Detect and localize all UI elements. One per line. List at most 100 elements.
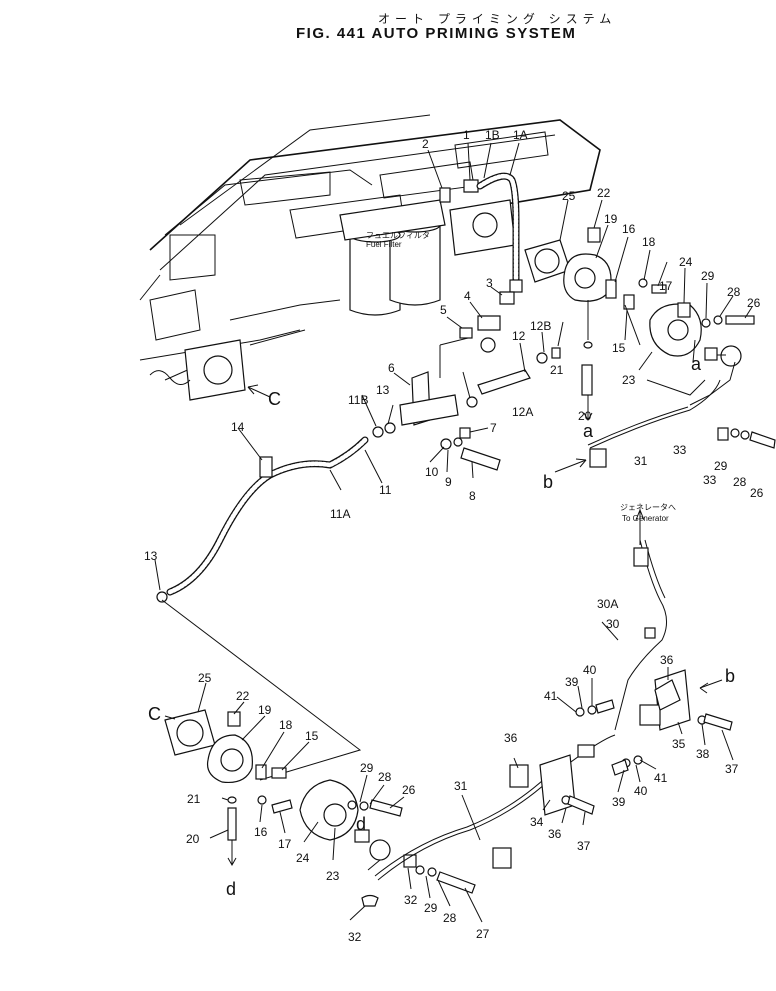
fuel-filter-label-jp: フュエルフィルタ: [366, 231, 430, 240]
bracket-assembly: [372, 337, 561, 471]
ref-c-top: C: [268, 389, 281, 409]
ref-d-arrow: d: [226, 879, 236, 899]
part-label: 20: [578, 409, 592, 423]
part-label: 19: [604, 212, 618, 226]
part-label: 16: [622, 222, 636, 236]
part-label: 28: [443, 911, 457, 925]
pump-assembly-top: [524, 227, 755, 420]
part-label: 37: [725, 762, 739, 776]
part-label: 11A: [330, 507, 350, 521]
part-label: 12: [512, 329, 526, 343]
part-label: 27: [476, 927, 490, 941]
part-label: 41: [654, 771, 668, 785]
part-label: 28: [727, 285, 741, 299]
part-label: 18: [279, 718, 293, 732]
part-label: 22: [236, 689, 250, 703]
to-generator-en: To Generator: [622, 514, 669, 523]
harness-lower: [374, 508, 667, 881]
part-label: 28: [733, 475, 747, 489]
generator-assembly-bottom: [299, 779, 476, 907]
part-label: 37: [577, 839, 591, 853]
part-label: 29: [424, 901, 438, 915]
part-labels: 1 1B 1A 2 3 4 5 6 7 8 9 10 11 11A 11B 12…: [231, 128, 761, 944]
ref-b-right: b: [725, 666, 735, 686]
part-label: 23: [326, 869, 340, 883]
part-label: 15: [612, 341, 626, 355]
ref-d-wire: d: [356, 814, 366, 834]
part-label: 25: [198, 671, 212, 685]
part-label: 24: [679, 255, 693, 269]
part-label: 40: [634, 784, 648, 798]
part-label: 9: [445, 475, 452, 489]
part-label: 41: [544, 689, 558, 703]
part-label: 6: [388, 361, 395, 375]
to-generator-jp: ジェネレータへ: [620, 503, 676, 512]
ref-b-left: b: [543, 472, 553, 492]
part-label: 33: [673, 443, 687, 457]
part-label: 39: [565, 675, 579, 689]
part-label: 38: [696, 747, 710, 761]
part-label: 1: [463, 128, 470, 142]
part-labels-repeated: 13 25 22 19 18 15 21 20 16 17 24 23 29 2…: [144, 459, 764, 925]
part-label: 40: [583, 663, 597, 677]
part-label: 19: [258, 703, 272, 717]
fuel-filter: フュエルフィルタ Fuel Filter: [339, 199, 446, 316]
fuel-filter-label-en: Fuel Filter: [366, 240, 402, 249]
part-label: 31: [454, 779, 468, 793]
part-label: 11: [379, 483, 392, 497]
part-label: 16: [254, 825, 268, 839]
part-label: 36: [504, 731, 518, 745]
part-label: 33: [703, 473, 717, 487]
part-label: 30: [606, 617, 620, 631]
part-label: 21: [550, 363, 564, 377]
title-japanese: オート プライミング システム: [378, 12, 617, 26]
part-label: 14: [231, 420, 245, 434]
title-block: オート プライミング システム FIG. 441 AUTO PRIMING SY…: [0, 0, 776, 48]
part-label: 18: [642, 235, 656, 249]
part-label: 1A: [513, 128, 528, 142]
ref-c-bottom: C: [148, 704, 161, 724]
pump-assembly-bottom: [164, 709, 293, 865]
part-label: 30A: [597, 597, 618, 611]
part-label: 8: [469, 489, 476, 503]
part-label: 21: [187, 792, 201, 806]
part-label: 1B: [485, 128, 500, 142]
part-label: 34: [530, 815, 544, 829]
part-label: 22: [597, 186, 611, 200]
part-label: 17: [659, 279, 673, 293]
part-label: 39: [612, 795, 626, 809]
part-label: 3: [486, 276, 493, 290]
part-label: 12B: [530, 319, 551, 333]
part-label: 26: [750, 486, 764, 500]
part-label: 20: [186, 832, 200, 846]
part-label: 13: [144, 549, 158, 563]
leader-line-lower: [161, 599, 362, 781]
part-label: 32: [348, 930, 362, 944]
part-label: 25: [562, 189, 576, 203]
hose-11a: [156, 436, 369, 603]
part-label: 23: [622, 373, 636, 387]
part-label: 28: [378, 770, 392, 784]
ref-a-wire: a: [691, 354, 702, 374]
part-label: 15: [305, 729, 319, 743]
part-label: 26: [747, 296, 761, 310]
figure-title: FIG. 441 AUTO PRIMING SYSTEM: [296, 25, 577, 42]
part-label: 29: [701, 269, 715, 283]
part-label: 24: [296, 851, 310, 865]
part-label: 26: [402, 783, 416, 797]
part-label: 10: [425, 465, 439, 479]
part-label: 5: [440, 303, 447, 317]
top-hose-assembly: [439, 172, 523, 353]
part-label: 36: [660, 653, 674, 667]
ref-a-arrow: a: [583, 421, 594, 441]
part-label: 36: [548, 827, 562, 841]
part-label: 2: [422, 137, 429, 151]
part-label: 12A: [512, 405, 533, 419]
reference-arrows: [164, 384, 723, 867]
part-label: 29: [714, 459, 728, 473]
leader-lines: [154, 142, 753, 923]
part-label: 32: [404, 893, 418, 907]
part-label: 7: [490, 421, 497, 435]
part-label: 17: [278, 837, 292, 851]
